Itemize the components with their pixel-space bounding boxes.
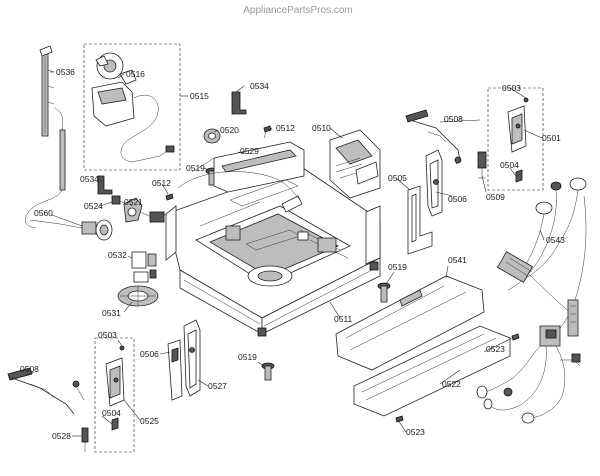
callout-0524: 0524 (84, 201, 103, 211)
callout-0532: 0532 (108, 250, 127, 260)
callout-0543: 0543 (546, 235, 565, 245)
callout-0508: 0508 (444, 114, 463, 124)
part-0525-latch (105, 357, 125, 407)
part-0521-valve (123, 197, 143, 223)
callout-0519: 0519 (388, 262, 407, 272)
callout-0519: 0519 (186, 163, 205, 173)
callout-0501: 0501 (542, 133, 561, 143)
callout-0503: 0503 (502, 83, 521, 93)
part-0528 (81, 427, 89, 452)
callout-0511: 0511 (334, 314, 353, 324)
callout-0560: 0560 (34, 208, 53, 218)
callout-0512: 0512 (276, 123, 295, 133)
callout-0503: 0503 (98, 330, 117, 340)
callout-0521: 0521 (124, 197, 143, 207)
part-0501-door-latch (507, 105, 527, 153)
part-0543-wiring-harness (476, 177, 587, 424)
callout-0523: 0523 (486, 344, 505, 354)
group-outline-0525 (94, 337, 135, 453)
part-0509-switch (477, 151, 487, 179)
part-0531-filter (117, 285, 159, 307)
callout-labels: 0536 0516 0515 0534 0503 0508 0501 0512 … (20, 67, 565, 441)
callout-0504: 0504 (500, 160, 519, 170)
part-0512-screw-mid (165, 193, 174, 201)
callout-0531: 0531 (102, 308, 121, 318)
callout-0519: 0519 (238, 352, 257, 362)
callout-0506: 0506 (448, 194, 467, 204)
part-0508-bracket-bottom (7, 367, 85, 415)
part-0519-screw-b (377, 282, 391, 303)
part-0534-clamp-left (97, 175, 113, 195)
part-0506-bracket-b (167, 339, 183, 401)
part-0504-bottom (111, 417, 119, 431)
part-0511-base (165, 141, 381, 337)
part-0520-disc (203, 128, 221, 144)
callout-0523: 0523 (406, 427, 425, 437)
callout-0536: 0536 (56, 67, 75, 77)
part-0532 (131, 251, 157, 283)
part-0534-clamp-top (231, 91, 247, 115)
part-0510-control-module (329, 129, 381, 199)
callout-0512: 0512 (152, 178, 171, 188)
callout-0522: 0522 (442, 379, 461, 389)
leader-lines (23, 71, 545, 437)
callout-0529: 0529 (240, 146, 259, 156)
part-0516-pump-motor (91, 52, 175, 163)
part-0560-hose-fitting (29, 219, 113, 241)
callout-0520: 0520 (220, 125, 239, 135)
part-0523-screw-a (511, 333, 520, 341)
part-0503-screw-bottom (119, 345, 125, 351)
part-0519-screw-c (261, 362, 275, 381)
part-0527-bracket (183, 319, 201, 397)
callout-0528: 0528 (52, 431, 71, 441)
group-outline-0515 (83, 43, 181, 171)
part-0541-insulation-panel (335, 275, 485, 371)
part-0523-screw-b (395, 415, 404, 423)
part-0506-bracket-a (425, 149, 443, 217)
part-0508-bracket-top (405, 109, 462, 165)
part-0504-top (515, 169, 523, 183)
callout-0525: 0525 (140, 416, 159, 426)
callout-0515: 0515 (190, 91, 209, 101)
callout-0534: 0534 (80, 174, 99, 184)
callout-0541: 0541 (448, 255, 467, 265)
part-0522-kick-plate (353, 325, 511, 417)
callout-0527: 0527 (208, 381, 227, 391)
callout-0506: 0506 (140, 349, 159, 359)
part-0505-bracket (407, 185, 433, 255)
part-0512-screw-top (263, 125, 272, 139)
part-0503-screw-top (523, 97, 529, 103)
callout-0510: 0510 (312, 123, 331, 133)
callout-0508: 0508 (20, 364, 39, 374)
part-0536-hose (24, 107, 66, 229)
callout-0516: 0516 (126, 69, 145, 79)
callout-0509: 0509 (486, 192, 505, 202)
callout-0505: 0505 (388, 173, 407, 183)
part-0536-drain-hose-rod (39, 45, 55, 137)
part-heater-element (139, 211, 169, 223)
callout-0534: 0534 (250, 81, 269, 91)
watermark: AppliancePartsPros.com (243, 5, 353, 16)
callout-0504: 0504 (102, 408, 121, 418)
group-outline-0501 (487, 87, 544, 191)
